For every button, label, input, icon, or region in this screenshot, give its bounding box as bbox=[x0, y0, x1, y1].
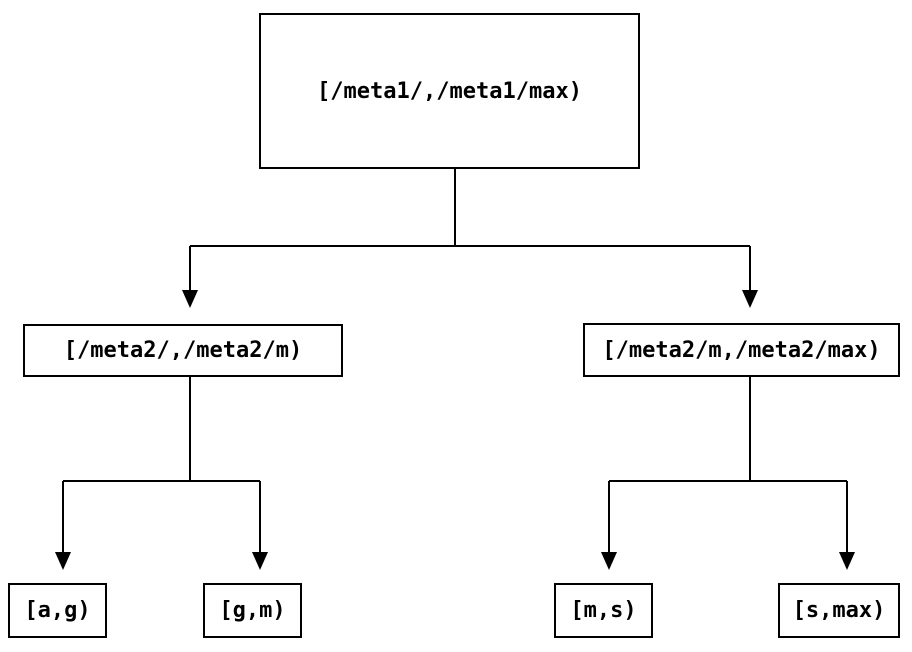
leaf-node-s-max: [s,max) bbox=[778, 583, 900, 638]
leaf-node-g-m-label: [g,m) bbox=[219, 598, 286, 623]
leaf-node-s-max-label: [s,max) bbox=[792, 598, 886, 623]
arrowhead-icon bbox=[182, 290, 198, 308]
node-meta2-left-label: [/meta2/,/meta2/m) bbox=[63, 338, 303, 363]
node-meta2-right: [/meta2/m,/meta2/max) bbox=[583, 323, 900, 377]
arrowhead-icon bbox=[252, 552, 268, 570]
node-root: [/meta1/,/meta1/max) bbox=[259, 13, 640, 169]
edge-left-to-leaves bbox=[55, 377, 268, 570]
leaf-node-g-m: [g,m) bbox=[203, 583, 302, 638]
arrowhead-icon bbox=[601, 552, 617, 570]
node-root-label: [/meta1/,/meta1/max) bbox=[317, 78, 582, 104]
arrowhead-icon bbox=[839, 552, 855, 570]
leaf-node-a-g-label: [a,g) bbox=[24, 598, 91, 623]
leaf-node-m-s-label: [m,s) bbox=[570, 598, 637, 623]
leaf-node-m-s: [m,s) bbox=[554, 583, 653, 638]
arrowhead-icon bbox=[742, 290, 758, 308]
edge-root-to-children bbox=[182, 169, 758, 308]
edge-right-to-leaves bbox=[601, 377, 855, 570]
arrowhead-icon bbox=[55, 552, 71, 570]
node-meta2-right-label: [/meta2/m,/meta2/max) bbox=[602, 337, 881, 363]
leaf-node-a-g: [a,g) bbox=[8, 583, 107, 638]
node-meta2-left: [/meta2/,/meta2/m) bbox=[23, 324, 343, 377]
